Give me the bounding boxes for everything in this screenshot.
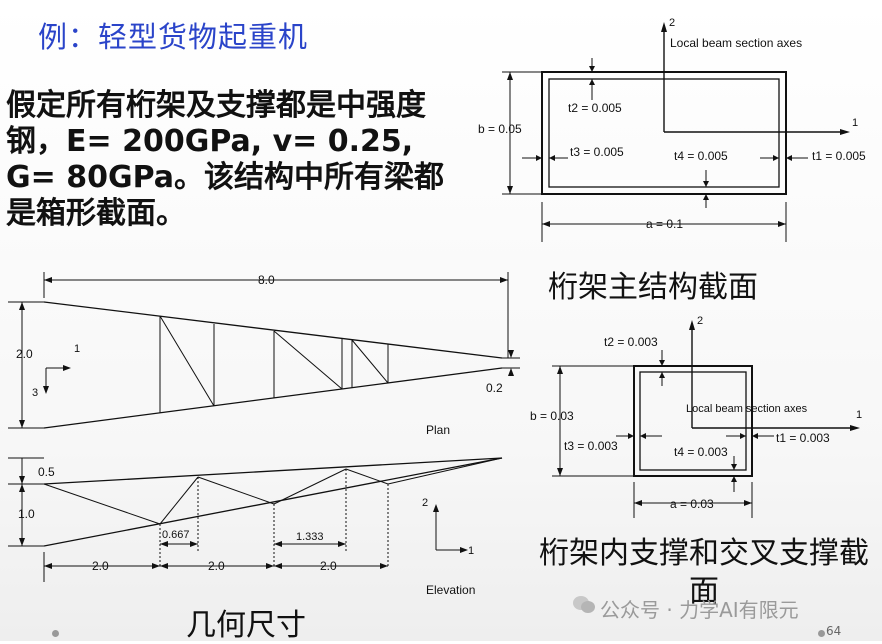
slide-title: 例：轻型货物起重机 [38, 20, 309, 54]
page-number: 64 [826, 624, 842, 638]
inner-section-figure: 2 1 Local beam section axes t2 = 0.003 t… [530, 310, 882, 525]
main-t2-label: t2 = 0.005 [568, 101, 622, 115]
elevation-label: Elevation [426, 583, 475, 597]
geo-height-label: 1.0 [18, 507, 35, 521]
geo-top-offset-label: 0.5 [38, 465, 55, 479]
inner-axis1-label: 1 [856, 409, 862, 421]
plan-axis3-label: 3 [32, 387, 38, 399]
geo-bay1-label: 2.0 [92, 559, 109, 573]
inner-a-label: a = 0.03 [670, 497, 714, 511]
geo-tip-width-label: 0.2 [486, 381, 503, 395]
geo-dim-b-label: 1.333 [296, 531, 324, 543]
geo-bay2-label: 2.0 [208, 559, 225, 573]
main-t4-label: t4 = 0.005 [674, 149, 728, 163]
main-b-label: b = 0.05 [478, 122, 522, 136]
inner-axis2-label: 2 [697, 315, 703, 327]
plan-label: Plan [426, 423, 450, 437]
inner-t2-label: t2 = 0.003 [604, 335, 658, 349]
main-t1-label: t1 = 0.005 [812, 149, 866, 163]
geo-bay3-label: 2.0 [320, 559, 337, 573]
main-axes-label: Local beam section axes [670, 36, 802, 50]
geo-dim-a-label: 0.667 [162, 529, 190, 541]
main-a-label: a = 0.1 [646, 217, 683, 231]
geometry-caption: 几何尺寸 [186, 608, 306, 643]
inner-section-caption: 桁架内支撑和交叉支撑截面 [539, 536, 869, 609]
main-axis2-label: 2 [669, 17, 675, 29]
main-section-caption: 桁架主结构截面 [548, 270, 758, 305]
inner-axes-label: Local beam section axes [686, 403, 808, 415]
elev-axis2-label: 2 [422, 497, 428, 509]
bullet-dot [52, 630, 59, 637]
intro-paragraph: 假定所有桁架及支撑都是中强度钢，E= 200GPa, v= 0.25, G= 8… [6, 88, 445, 231]
watermark: 公众号 · 力学AI有限元 [600, 598, 799, 622]
inner-t1-label: t1 = 0.003 [776, 431, 830, 445]
plan-axis1-label: 1 [74, 343, 80, 355]
main-section-figure: 2 1 Local beam section axes t2 = 0.005 t… [478, 12, 882, 252]
page-dot [818, 630, 825, 637]
inner-b-label: b = 0.03 [530, 409, 574, 423]
wechat-logo-icon [572, 594, 596, 616]
geo-length-label: 8.0 [258, 273, 275, 287]
geometry-figure: 8.0 2.0 0.2 1 3 Plan [8, 262, 520, 602]
inner-t3-label: t3 = 0.003 [564, 439, 618, 453]
elev-axis1-label: 1 [468, 545, 474, 557]
geo-width-label: 2.0 [16, 347, 33, 361]
main-axis1-label: 1 [852, 117, 858, 129]
inner-t4-label: t4 = 0.003 [674, 445, 728, 459]
main-t3-label: t3 = 0.005 [570, 145, 624, 159]
